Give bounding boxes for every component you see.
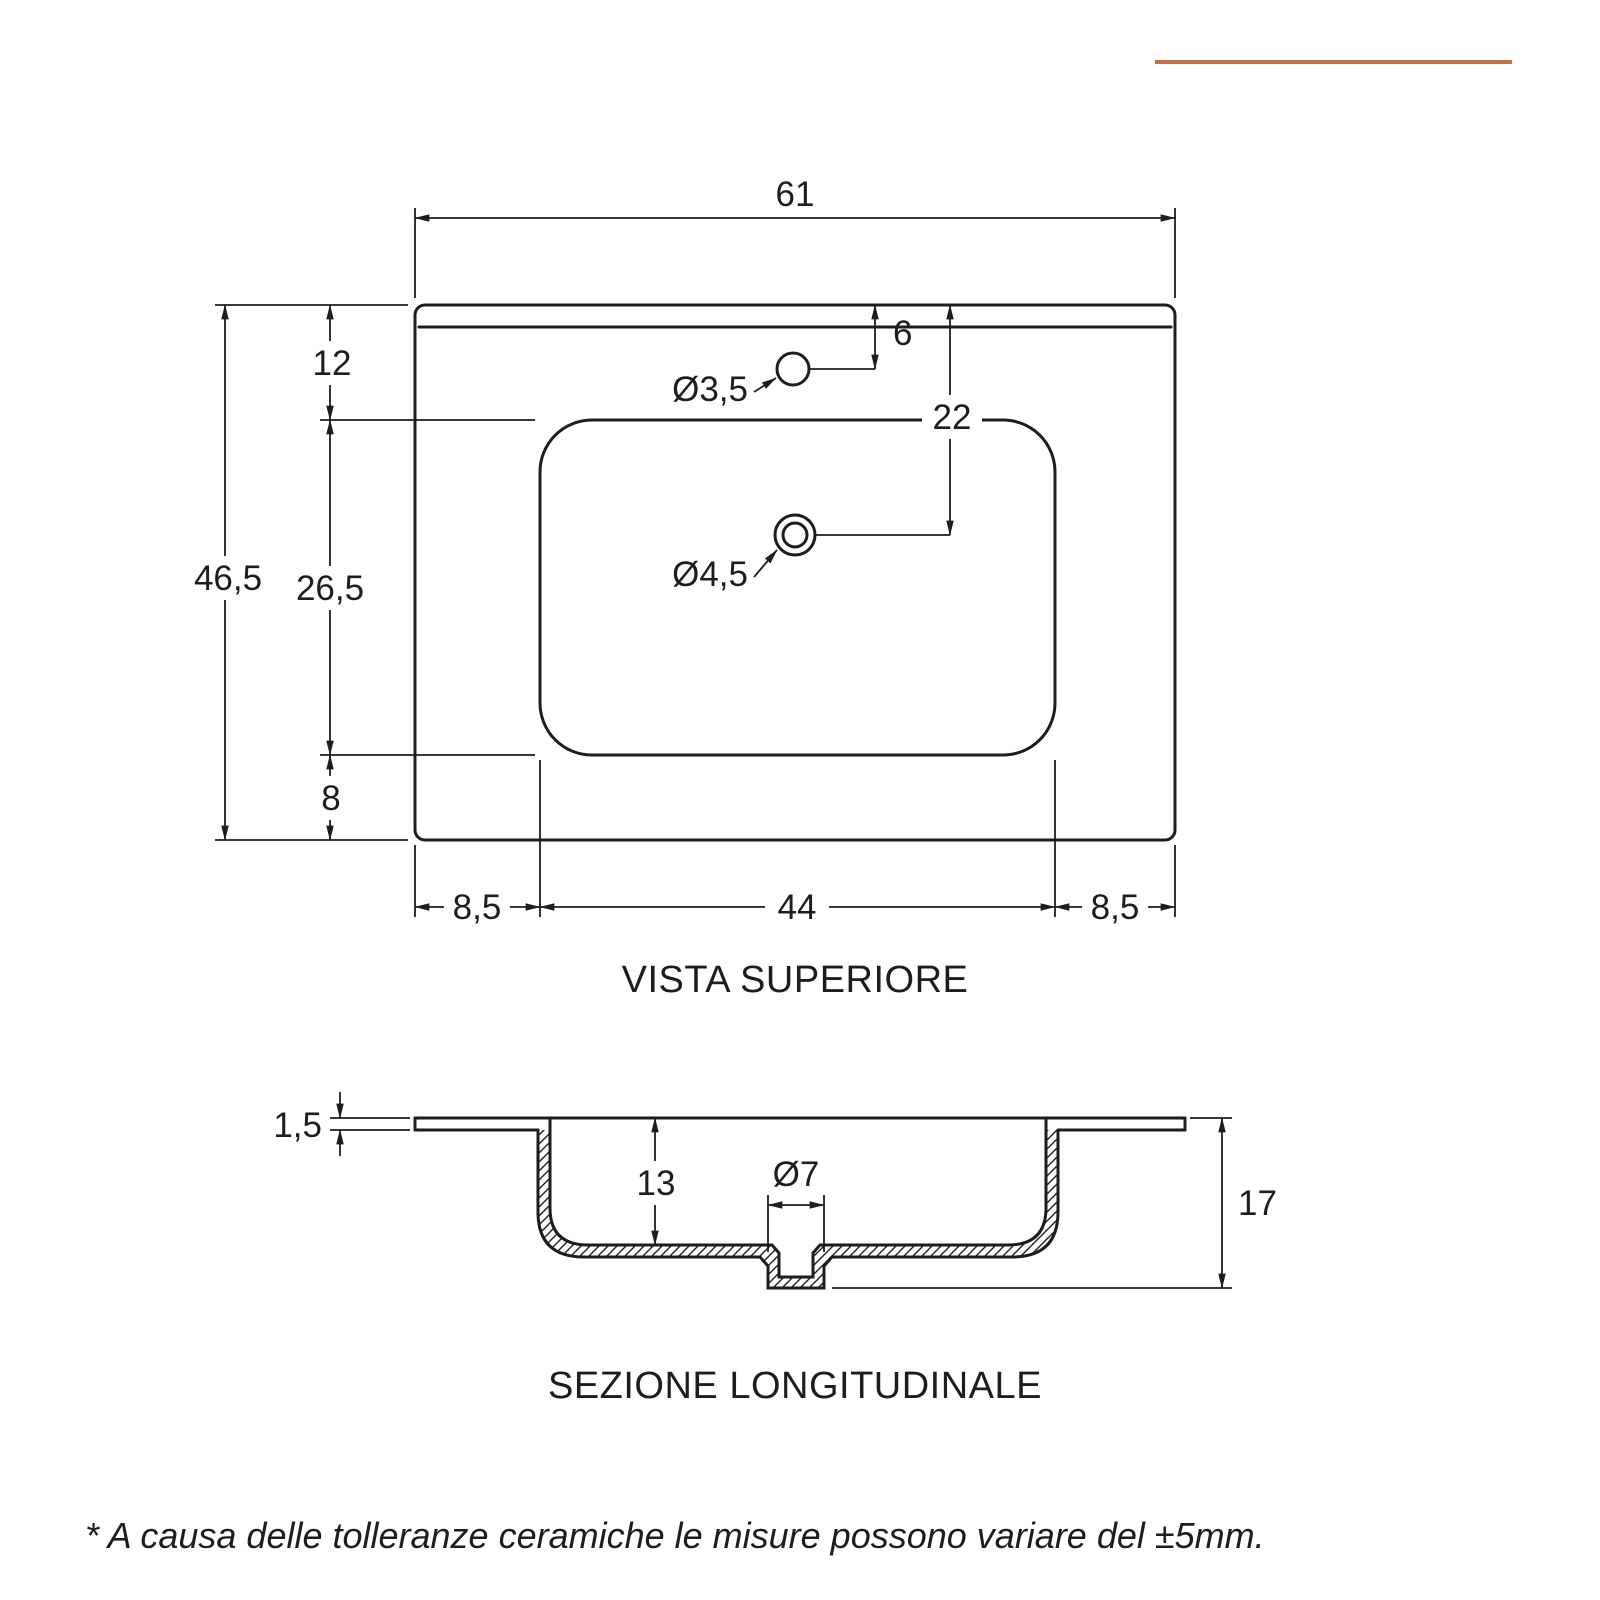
dim-rim-thickness: 1,5 (273, 1106, 322, 1145)
dim-faucet-hole-diameter: Ø3,5 (672, 370, 748, 409)
bowl-outer-profile (536, 1128, 1060, 1290)
dim-overall-depth: 46,5 (194, 559, 262, 598)
dim-drain-diameter: Ø7 (773, 1155, 820, 1194)
section-extension-lines (330, 1117, 1232, 1289)
drain-hole-inner (781, 521, 809, 549)
countertop-outline (413, 303, 1177, 842)
bowl-inner-profile (548, 1128, 1048, 1279)
section-label-backgrounds (630, 1161, 682, 1205)
dim-total-height: 17 (1238, 1184, 1277, 1223)
bowl-wall-hatching (538, 1130, 1058, 1288)
top-view-geometry (413, 303, 1177, 842)
section-dimension-labels: 1,5 13 Ø7 17 (273, 1106, 1277, 1223)
dim-front-offset: 8 (321, 779, 340, 818)
dim-right-margin: 8,5 (1091, 888, 1140, 927)
dim-bowl-depth: 13 (637, 1164, 676, 1203)
top-view-title: VISTA SUPERIORE (622, 959, 969, 1001)
basin-bowl-outline (538, 418, 1057, 757)
section-view-title: SEZIONE LONGITUDINALE (548, 1365, 1042, 1407)
tolerance-footnote: * A causa delle tolleranze ceramiche le … (85, 1515, 1265, 1556)
drain-hole-outer (773, 513, 817, 557)
dim-faucet-from-back: 6 (893, 314, 912, 353)
dim-back-offset: 12 (313, 344, 352, 383)
dim-drain-from-back: 22 (933, 398, 972, 437)
dim-basin-width: 44 (778, 888, 817, 927)
top-view-dimension-labels: 61 46,5 12 26,5 8 8,5 44 8,5 6 22 Ø3,5 Ø… (194, 175, 1139, 927)
dim-left-margin: 8,5 (453, 888, 502, 927)
dim-overall-width: 61 (776, 175, 815, 214)
dim-basin-depth: 26,5 (296, 569, 364, 608)
faucet-hole (775, 351, 811, 387)
section-geometry (413, 1116, 1187, 1290)
dim-drain-hole-diameter: Ø4,5 (672, 555, 748, 594)
top-view-label-backgrounds (180, 341, 1148, 929)
